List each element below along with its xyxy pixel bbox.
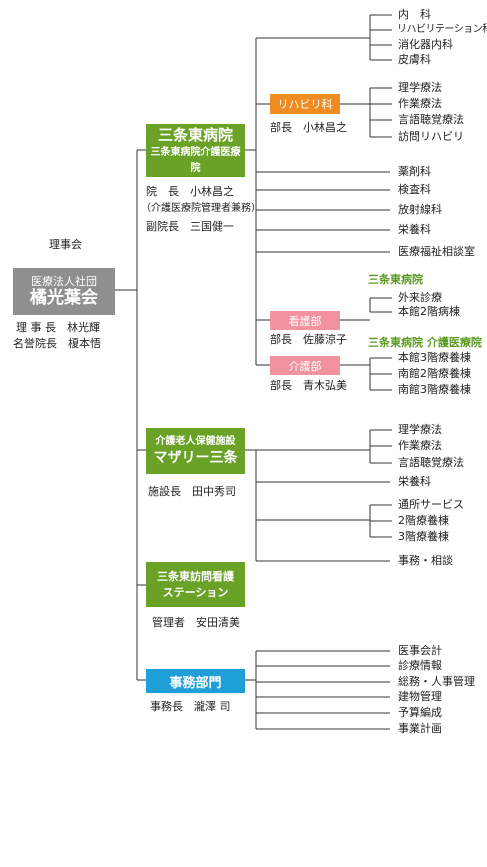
mother-office: 事務・相談 [398, 554, 453, 567]
office-box: 事務部門 [146, 669, 245, 693]
care-box: 介護部 [270, 356, 340, 375]
support-dept: 放射線科 [398, 203, 442, 216]
support-dept: 栄養科 [398, 223, 431, 236]
hospital-box: 三条東病院 三条東病院介護医療院 [146, 124, 245, 177]
office-item: 総務・人事管理 [398, 675, 475, 688]
mother-nutrition: 栄養科 [398, 475, 431, 488]
mother-rehab-item: 作業療法 [398, 439, 442, 452]
support-dept: 検査科 [398, 183, 431, 196]
rehab-item: 理学療法 [398, 81, 442, 94]
support-dept: 薬剤科 [398, 165, 431, 178]
care-head: 部長 青木弘美 [270, 379, 347, 392]
mother-service-item: 3階療養棟 [398, 530, 449, 543]
hospital-director: 院 長 小林昌之 [146, 185, 234, 198]
nursing-head: 部長 佐藤涼子 [270, 333, 347, 346]
care-item: 南館2階療養棟 [398, 367, 471, 380]
office-head: 事務長 瀧澤 司 [150, 700, 231, 713]
mother-rehab-item: 言語聴覚療法 [398, 456, 464, 469]
chairman: 理 事 長 林光輝 [16, 321, 100, 334]
org-root-box: 医療法人社団 橘光葉会 [13, 268, 115, 315]
care-item: 南館3階療養棟 [398, 383, 471, 396]
rehab-box: リハビリ科 [270, 94, 340, 114]
nursing-box: 看護部 [270, 311, 340, 330]
dept-item: リハビリテーション科 [397, 24, 487, 35]
hospital-vice-director: 副院長 三国健一 [146, 220, 234, 233]
office-item: 事業計画 [398, 722, 442, 735]
nursing-item: 外来診療 [398, 291, 442, 304]
mother-service-item: 通所サービス [398, 498, 464, 511]
rehab-item: 言語聴覚療法 [398, 113, 464, 126]
care-item: 本館3階療養棟 [398, 351, 471, 364]
nursing-item: 本館2階病棟 [398, 305, 460, 318]
hospital-title: 三条東病院 [157, 125, 233, 144]
hospital-director-note: （介護医療院管理者兼務） [141, 203, 261, 214]
station-box: 三条東訪問看護 ステーション [146, 562, 245, 607]
dept-item: 消化器内科 [398, 38, 453, 51]
mother-service-item: 2階療養棟 [398, 514, 449, 527]
mother-box: 介護老人保健施設 マザリー三条 [146, 428, 245, 474]
org-name-line1: 医療法人社団 [31, 274, 97, 288]
rehab-item: 作業療法 [398, 97, 442, 110]
office-item: 医事会計 [398, 644, 442, 657]
office-item: 建物管理 [398, 690, 442, 703]
rehab-item: 訪問リハビリ [398, 130, 464, 143]
support-dept: 医療福祉相談室 [398, 245, 475, 258]
office-item: 診療情報 [398, 659, 442, 672]
org-name-line2: 橘光葉会 [30, 287, 98, 308]
nursing-group-title: 三条東病院 [368, 273, 423, 286]
office-item: 予算編成 [398, 706, 442, 719]
hospital-subtitle: 三条東病院介護医療院 [150, 146, 241, 174]
honorary-director: 名誉院長 榎本悟 [13, 337, 101, 350]
station-line1: 三条東訪問看護 [157, 569, 234, 583]
care-group-title: 三条東病院 介護医療院 [368, 336, 482, 349]
rehab-head: 部長 小林昌之 [270, 121, 347, 134]
mother-rehab-item: 理学療法 [398, 423, 442, 436]
station-line2: ステーション [162, 585, 229, 599]
dept-item: 皮膚科 [398, 53, 431, 66]
mother-head: 施設長 田中秀司 [148, 485, 236, 498]
board-label: 理事会 [49, 238, 82, 251]
mother-line2: マザリー三条 [153, 450, 238, 466]
mother-line1: 介護老人保健施設 [155, 436, 236, 447]
station-head: 管理者 安田清美 [152, 616, 240, 629]
dept-item: 内 科 [398, 8, 431, 21]
